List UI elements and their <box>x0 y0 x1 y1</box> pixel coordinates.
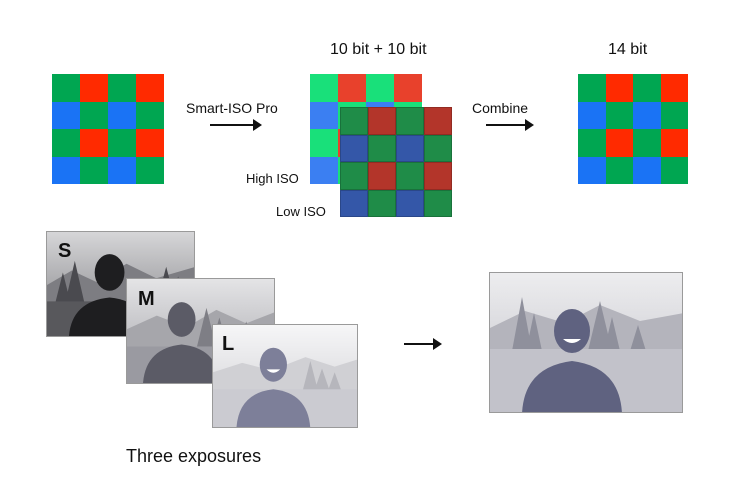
label-10bit-plus-10bit: 10 bit + 10 bit <box>330 41 427 58</box>
bayer-grid-low-iso <box>340 107 452 217</box>
bayer-cell <box>310 156 338 184</box>
bayer-cell <box>424 134 452 162</box>
bayer-cell <box>108 74 136 102</box>
bayer-cell <box>605 129 633 157</box>
bayer-cell <box>366 74 394 102</box>
arrow-smart-iso-pro <box>210 119 262 131</box>
label-smart-iso-pro: Smart-ISO Pro <box>186 100 278 116</box>
bayer-cell <box>136 129 164 157</box>
arrow-hdr-merge <box>404 338 442 350</box>
bayer-cell <box>136 74 164 102</box>
bayer-cell <box>605 101 633 129</box>
bayer-cell <box>396 107 424 135</box>
bayer-cell <box>52 101 80 129</box>
bayer-cell <box>396 189 424 217</box>
bayer-cell <box>424 162 452 190</box>
bayer-cell <box>340 162 368 190</box>
bayer-cell <box>136 156 164 184</box>
bayer-cell <box>605 74 633 102</box>
bayer-cell <box>605 156 633 184</box>
bayer-cell <box>52 74 80 102</box>
bayer-cell <box>80 74 108 102</box>
exposure-short-tag: S <box>58 240 72 262</box>
bayer-cell <box>424 189 452 217</box>
bayer-cell <box>396 162 424 190</box>
bayer-cell <box>340 134 368 162</box>
bayer-cell <box>108 101 136 129</box>
bayer-cell <box>660 156 688 184</box>
arrow-combine <box>486 119 534 131</box>
bayer-grid-input <box>52 74 164 184</box>
bayer-cell <box>80 129 108 157</box>
bayer-cell <box>52 156 80 184</box>
bayer-cell <box>633 129 661 157</box>
bayer-grid-output <box>578 74 688 184</box>
label-low-iso: Low ISO <box>276 204 326 219</box>
bayer-cell <box>633 74 661 102</box>
bayer-cell <box>136 101 164 129</box>
bayer-cell <box>368 107 396 135</box>
bayer-cell <box>310 74 338 102</box>
bayer-cell <box>368 134 396 162</box>
bayer-cell <box>340 107 368 135</box>
bayer-cell <box>424 107 452 135</box>
label-three-exposures: Three exposures <box>126 446 262 466</box>
bayer-cell <box>578 129 606 157</box>
bayer-cell <box>340 189 368 217</box>
exposure-long-photo <box>212 324 358 428</box>
bayer-cell <box>338 74 366 102</box>
hdr-result-photo <box>489 272 683 413</box>
bayer-cell <box>108 129 136 157</box>
bayer-cell <box>578 74 606 102</box>
bayer-cell <box>633 156 661 184</box>
bayer-cell <box>394 74 422 102</box>
bayer-cell <box>660 74 688 102</box>
bayer-cell <box>368 162 396 190</box>
bayer-cell <box>310 101 338 129</box>
bayer-cell <box>660 129 688 157</box>
bayer-cell <box>396 134 424 162</box>
exposure-medium-tag: M <box>138 288 155 310</box>
bayer-cell <box>578 101 606 129</box>
bayer-cell <box>80 156 108 184</box>
bayer-cell <box>108 156 136 184</box>
label-high-iso: High ISO <box>246 171 299 186</box>
label-14bit: 14 bit <box>608 41 648 58</box>
bayer-cell <box>80 101 108 129</box>
bayer-cell <box>368 189 396 217</box>
bayer-cell <box>578 156 606 184</box>
bayer-cell <box>310 129 338 157</box>
bayer-cell <box>660 101 688 129</box>
bayer-cell <box>52 129 80 157</box>
exposure-long-tag: L <box>222 333 235 355</box>
label-combine: Combine <box>472 100 529 116</box>
bayer-cell <box>633 101 661 129</box>
